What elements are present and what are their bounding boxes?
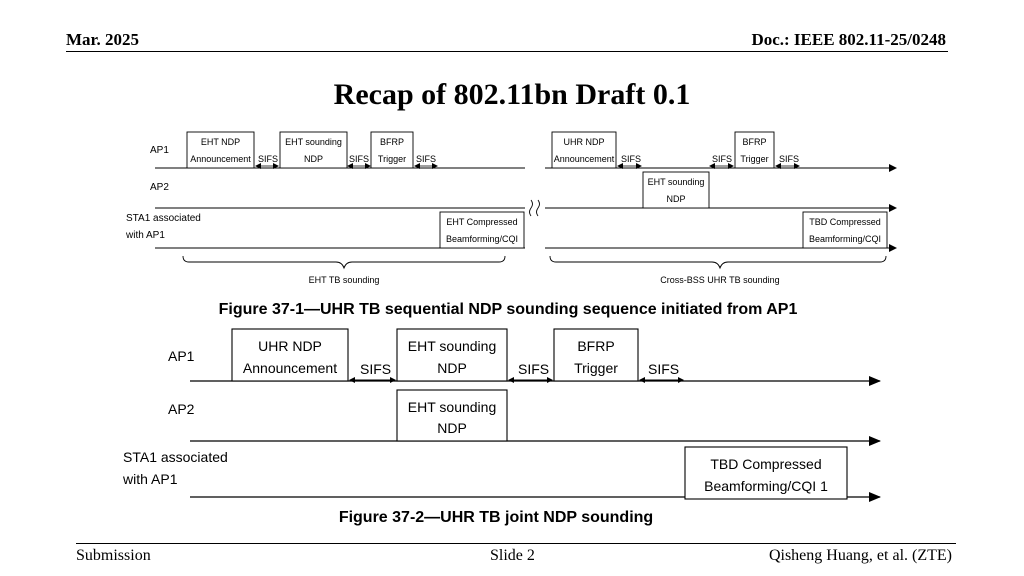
figure1: AP1 AP2 STA1 associated with AP1 EHT NDP… (125, 131, 897, 318)
fig2-ap2-ndp-box (396, 389, 508, 442)
fig2-uhr-ndpa-line2: Announcement (243, 360, 337, 376)
fig1-uhr-bfrp-line2: Trigger (740, 154, 768, 164)
fig2-ap2-label: AP2 (168, 401, 195, 417)
fig1-brace-cross-bss-label: Cross-BSS UHR TB sounding (660, 275, 779, 285)
fig1-ap2-label: AP2 (150, 182, 169, 193)
fig1-ap2-ndp-line2: NDP (666, 194, 685, 204)
fig1-sifs-label: SIFS (779, 154, 799, 164)
fig2-sta-label-line1: STA1 associated (123, 449, 228, 465)
fig1-sifs-label: SIFS (621, 154, 641, 164)
fig2-sifs-label: SIFS (648, 361, 679, 377)
fig1-break-mark-2 (536, 199, 540, 217)
fig1-tbd-report-box (802, 211, 888, 249)
figure2: AP1 AP2 STA1 associated with AP1 UHR NDP… (122, 328, 881, 526)
fig1-eht-ndp-box (279, 131, 348, 169)
fig1-ap2-ndp-box (642, 171, 710, 209)
fig1-eht-ndpa-line1: EHT NDP (201, 137, 240, 147)
fig1-uhr-bfrp-trigger-box (734, 131, 775, 169)
fig1-sta-label-line1: STA1 associated (126, 213, 201, 224)
fig2-tbd-report-line1: TBD Compressed (710, 456, 821, 472)
fig2-uhr-ndpa-line1: UHR NDP (258, 338, 322, 354)
fig2-sifs-label: SIFS (360, 361, 391, 377)
fig1-sta-label-line2: with AP1 (125, 230, 165, 241)
slide-title: Recap of 802.11bn Draft 0.1 (333, 78, 691, 111)
fig1-uhr-bfrp-line1: BFRP (742, 137, 766, 147)
fig2-ap1-ndp-line1: EHT sounding (408, 338, 496, 354)
fig1-sifs-label: SIFS (416, 154, 436, 164)
fig1-eht-ndpa-box (186, 131, 255, 169)
fig1-ap2-ndp-line1: EHT sounding (648, 177, 705, 187)
fig1-bfrp-line2: Trigger (378, 154, 406, 164)
fig1-eht-report-line1: EHT Compressed (446, 217, 517, 227)
header-rule (66, 51, 948, 52)
fig2-ap1-label: AP1 (168, 348, 195, 364)
fig1-sifs-label: SIFS (712, 154, 732, 164)
fig1-bfrp-trigger-box (370, 131, 414, 169)
fig1-uhr-ndpa-line1: UHR NDP (563, 137, 604, 147)
header-doc-id: Doc.: IEEE 802.11-25/0248 (751, 30, 946, 49)
fig2-ap1-ndp-line2: NDP (437, 360, 467, 376)
fig1-brace-cross-bss (549, 255, 887, 270)
fig1-eht-report-line2: Beamforming/CQI (446, 234, 518, 244)
footer-slide-number: Slide 2 (490, 547, 535, 564)
header-date: Mar. 2025 (66, 30, 140, 49)
fig1-eht-ndpa-line2: Announcement (190, 154, 251, 164)
fig2-ap2-ndp-line1: EHT sounding (408, 399, 496, 415)
footer-rule (76, 543, 956, 544)
fig1-brace-eht (182, 255, 506, 270)
fig2-ap1-ndp-box (396, 328, 508, 382)
footer-submission: Submission (76, 547, 151, 564)
fig2-caption: Figure 37-2—UHR TB joint NDP sounding (339, 509, 653, 526)
fig2-bfrp-line1: BFRP (577, 338, 614, 354)
fig1-uhr-ndpa-line2: Announcement (554, 154, 615, 164)
fig2-sifs-label: SIFS (518, 361, 549, 377)
fig2-bfrp-trigger-box (553, 328, 639, 382)
fig1-uhr-ndpa-box (551, 131, 617, 169)
fig1-caption: Figure 37-1—UHR TB sequential NDP soundi… (219, 301, 798, 318)
fig1-break-mark (529, 199, 533, 217)
fig1-tbd-report-line2: Beamforming/CQI (809, 234, 881, 244)
fig1-tbd-report-line1: TBD Compressed (809, 217, 881, 227)
fig1-brace-eht-label: EHT TB sounding (309, 275, 380, 285)
fig1-sifs-label: SIFS (258, 154, 278, 164)
fig2-bfrp-line2: Trigger (574, 360, 618, 376)
fig2-tbd-report-line2: Beamforming/CQI 1 (704, 478, 828, 494)
fig1-eht-report-box (439, 211, 525, 249)
fig2-ap2-ndp-line2: NDP (437, 420, 467, 436)
fig1-eht-ndp-line2: NDP (304, 154, 323, 164)
fig1-sifs-label: SIFS (349, 154, 369, 164)
fig1-eht-ndp-line1: EHT sounding (285, 137, 342, 147)
fig1-ap1-label: AP1 (150, 145, 169, 156)
footer-authors: Qisheng Huang, et al. (ZTE) (768, 547, 952, 564)
fig2-sta-label-line2: with AP1 (122, 471, 178, 487)
fig2-uhr-ndpa-box (231, 328, 349, 382)
fig2-tbd-report-box (684, 446, 848, 500)
fig1-bfrp-line1: BFRP (380, 137, 404, 147)
